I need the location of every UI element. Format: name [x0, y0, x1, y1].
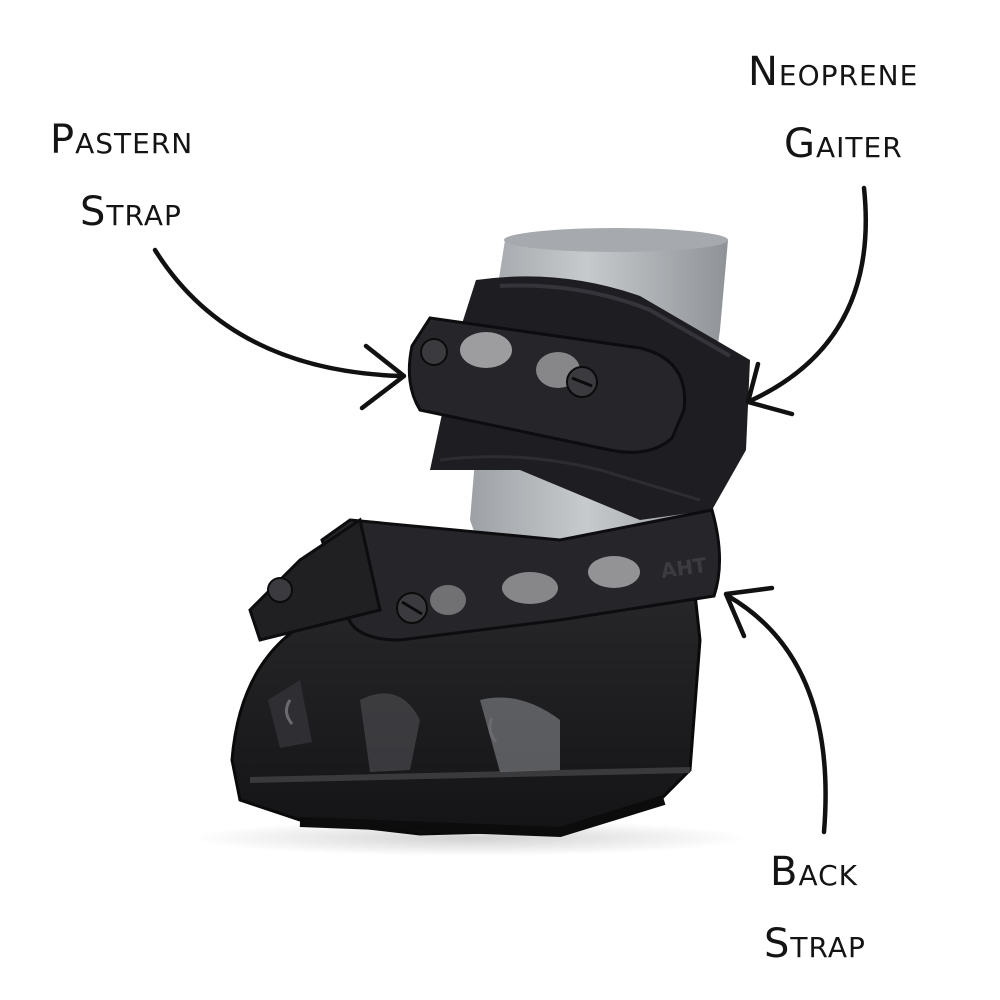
back-strap-label-line1: Back [770, 849, 859, 895]
annotation-arrows [152, 185, 869, 835]
back-strap-arrowhead [723, 585, 775, 639]
neoprene-gaiter-arrow [749, 185, 869, 403]
pastern-strap-arrow [152, 247, 403, 379]
strap-slot [588, 556, 640, 588]
pastern-strap-arrowhead [359, 343, 407, 411]
strap-screw [267, 577, 293, 603]
strap-screw [420, 338, 448, 366]
strap-slot [430, 585, 466, 615]
ground-shadow [190, 820, 750, 856]
pastern-strap-label-line1: Pastern [50, 117, 194, 163]
pastern-strap-label-line2: Strap [80, 189, 182, 235]
strap-slot [502, 572, 558, 604]
back-strap-arrow [725, 593, 828, 835]
neoprene-gaiter-label: Neoprene Gaiter [748, 52, 918, 164]
back-strap: AHT [248, 508, 721, 642]
neoprene-gaiter-label-line2: Gaiter [784, 121, 903, 167]
neoprene-gaiter-label-line1: Neoprene [748, 49, 919, 95]
strap-slot [460, 332, 512, 368]
pastern-strap-label: Pastern Strap [50, 120, 193, 232]
back-strap-label-line2: Strap [764, 921, 866, 967]
neoprene-gaiter-arrowhead [745, 361, 795, 417]
pastern-strap [407, 316, 687, 454]
back-strap-label: Back Strap [764, 849, 866, 964]
